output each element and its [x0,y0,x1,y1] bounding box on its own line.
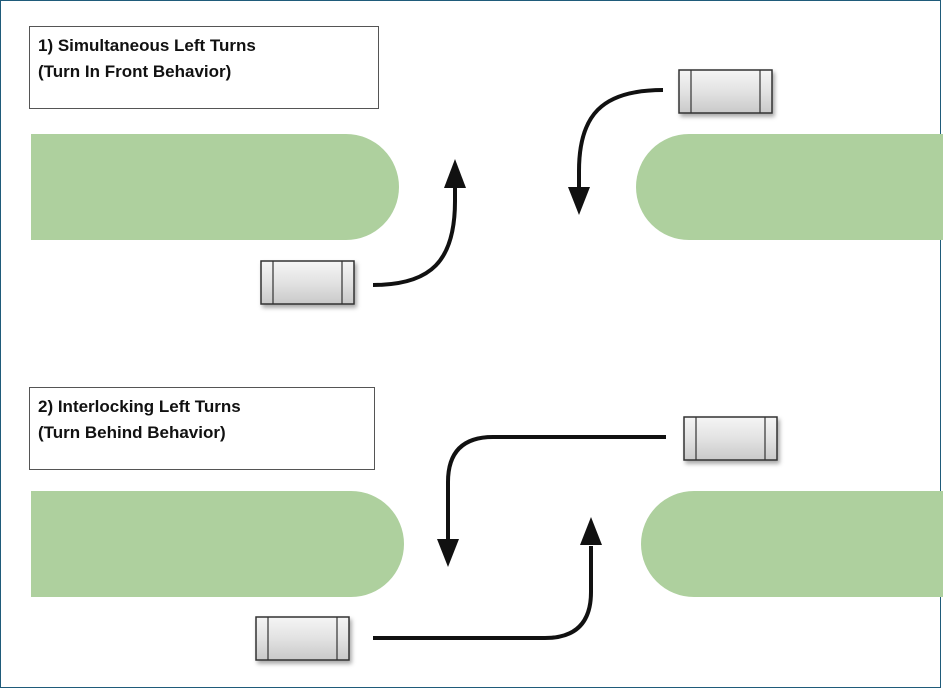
arrowhead-up-2 [580,517,602,545]
scenario-1-subtitle: (Turn In Front Behavior) [38,62,232,81]
vehicle-southbound-2 [683,416,778,461]
road-right-2 [641,491,943,597]
scenario-2-label: 2) Interlocking Left Turns (Turn Behind … [29,387,375,470]
vehicle-northbound-2 [255,616,350,661]
scenario-2-intersection [31,416,943,661]
scenario-2-title: 2) Interlocking Left Turns [38,397,241,416]
arrow-path-northbound-2 [373,546,593,640]
road-left-2 [31,491,404,597]
scenario-1-label: 1) Simultaneous Left Turns (Turn In Fron… [29,26,379,109]
road-right-1 [636,134,943,240]
scenario-2-subtitle: (Turn Behind Behavior) [38,423,226,442]
arrowhead-down-2 [437,539,459,567]
arrowhead-up-1 [444,159,466,188]
arrowhead-down-1 [568,187,590,215]
vehicle-southbound-1 [678,69,773,114]
arrow-path-southbound-2 [446,435,666,541]
road-left-1 [31,134,399,240]
scenario-1-title: 1) Simultaneous Left Turns [38,36,256,55]
arrow-path-southbound-1 [577,88,664,189]
scenario-1-intersection [31,69,943,305]
arrow-path-northbound-1 [372,186,457,287]
vehicle-northbound-1 [260,260,355,305]
